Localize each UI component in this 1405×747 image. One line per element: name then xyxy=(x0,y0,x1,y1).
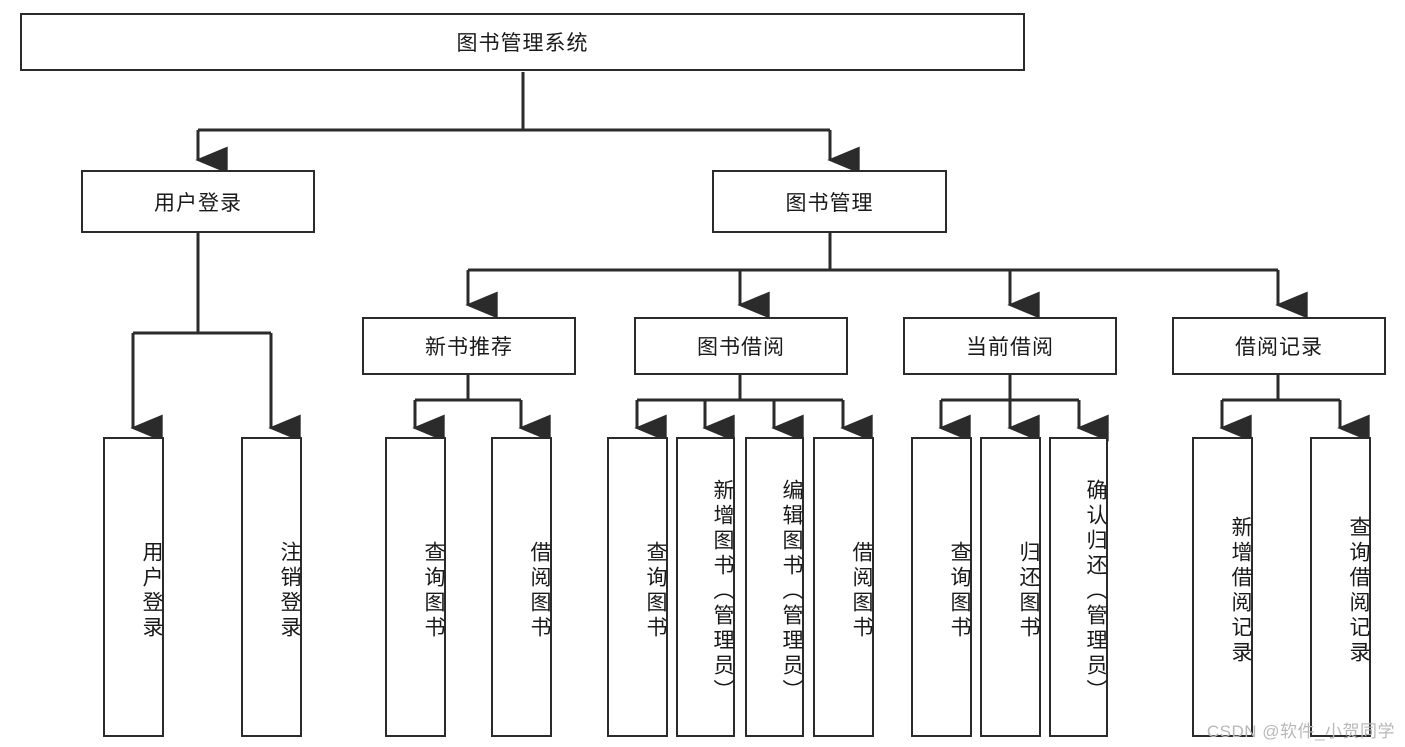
node-label: 当前借阅 xyxy=(966,336,1054,359)
node-label: 新增图书（管理员） xyxy=(711,478,734,704)
node-label: 编辑图书（管理员） xyxy=(780,478,803,704)
leaf-edit-book[interactable]: 编辑图书（管理员） xyxy=(745,437,804,737)
node-label: 借阅图书 xyxy=(528,541,551,641)
node-label: 查询图书 xyxy=(644,541,667,641)
leaf-query-book-2[interactable]: 查询图书 xyxy=(607,437,668,737)
node-label: 注销登录 xyxy=(278,541,301,641)
leaf-user-login[interactable]: 用户登录 xyxy=(103,437,164,737)
node-label: 归还图书 xyxy=(1017,541,1040,641)
node-new-book-recommend[interactable]: 新书推荐 xyxy=(362,317,576,375)
node-label: 用户登录 xyxy=(154,191,242,215)
leaf-add-book[interactable]: 新增图书（管理员） xyxy=(676,437,735,737)
leaf-confirm-return[interactable]: 确认归还（管理员） xyxy=(1049,437,1108,737)
node-root[interactable]: 图书管理系统 xyxy=(20,13,1025,71)
node-label: 图书管理系统 xyxy=(456,32,589,55)
leaf-borrow-book-2[interactable]: 借阅图书 xyxy=(813,437,874,737)
node-label: 查询图书 xyxy=(948,541,971,641)
node-label: 新书推荐 xyxy=(425,336,513,359)
leaf-return-book[interactable]: 归还图书 xyxy=(980,437,1041,737)
node-label: 查询借阅记录 xyxy=(1347,516,1370,666)
node-book-manage[interactable]: 图书管理 xyxy=(712,170,947,233)
node-label: 查询图书 xyxy=(422,541,445,641)
node-borrow-record[interactable]: 借阅记录 xyxy=(1172,317,1386,375)
node-label: 图书管理 xyxy=(785,191,874,215)
node-user-login[interactable]: 用户登录 xyxy=(81,170,315,233)
node-label: 确认归还（管理员） xyxy=(1084,478,1107,704)
leaf-query-book-1[interactable]: 查询图书 xyxy=(385,437,446,737)
node-label: 新增借阅记录 xyxy=(1229,516,1252,666)
csdn-watermark: CSDN @软件_小贺同学 xyxy=(1206,722,1395,741)
node-book-borrow[interactable]: 图书借阅 xyxy=(634,317,848,375)
leaf-add-record[interactable]: 新增借阅记录 xyxy=(1192,437,1253,737)
leaf-query-book-3[interactable]: 查询图书 xyxy=(911,437,972,737)
node-label: 借阅记录 xyxy=(1235,336,1323,359)
node-label: 图书借阅 xyxy=(697,336,785,359)
node-label: 借阅图书 xyxy=(850,541,873,641)
leaf-query-record[interactable]: 查询借阅记录 xyxy=(1310,437,1371,737)
node-label: 用户登录 xyxy=(140,541,163,641)
leaf-logout[interactable]: 注销登录 xyxy=(241,437,302,737)
node-current-borrow[interactable]: 当前借阅 xyxy=(903,317,1117,375)
leaf-borrow-book-1[interactable]: 借阅图书 xyxy=(491,437,552,737)
